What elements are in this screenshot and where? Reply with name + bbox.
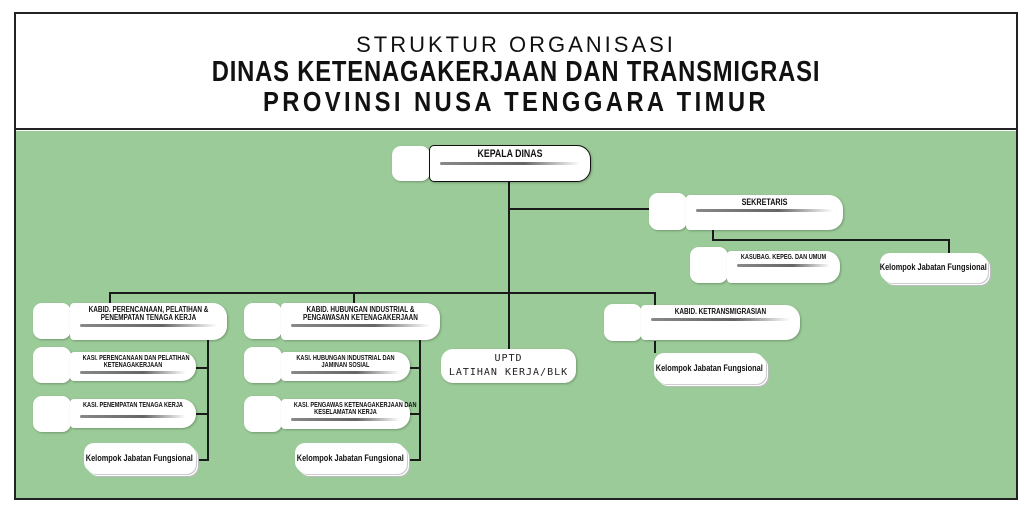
- photo-placeholder: [649, 193, 687, 230]
- photo-placeholder: [244, 396, 282, 432]
- connector-line: [196, 367, 208, 369]
- node-label: KABID. KETRANSMIGRASIAN: [674, 307, 767, 316]
- connector-line: [207, 340, 209, 461]
- node-kepala-dinas[interactable]: KEPALA DINAS: [429, 145, 591, 182]
- photo-placeholder: [33, 347, 71, 383]
- node-kasi-penempatan[interactable]: KASI. PENEMPATAN TENAGA KERJA: [70, 399, 196, 428]
- connector-line: [196, 413, 208, 415]
- photo-placeholder: [604, 304, 642, 341]
- node-label: KASI. PERENCANAAN DAN PELATIHAN: [82, 355, 190, 362]
- connector-line: [654, 341, 656, 353]
- connector-line: [654, 292, 656, 305]
- node-label: KASI. HUBUNGAN INDUSTRIAL DAN: [296, 355, 395, 362]
- connector-line: [407, 459, 420, 461]
- node-label: KESELAMATAN KERJA: [314, 409, 377, 416]
- photo-placeholder: [33, 396, 71, 432]
- photo-placeholder: [392, 146, 430, 181]
- node-kjf-perencanaan[interactable]: Kelompok Jabatan Fungsional: [84, 443, 194, 472]
- photo-placeholder: [244, 347, 282, 383]
- title-line-2: DINAS KETENAGAKERJAAN DAN TRANSMIGRASI: [211, 56, 821, 88]
- node-kjf-ketransmigrasian[interactable]: Kelompok Jabatan Fungsional: [654, 353, 764, 382]
- node-kabid-ketransmigrasian[interactable]: KABID. KETRANSMIGRASIAN: [641, 305, 800, 340]
- node-label: SEKRETARIS: [741, 197, 788, 207]
- connector-line: [419, 340, 421, 461]
- node-sekretaris[interactable]: SEKRETARIS: [686, 195, 843, 230]
- node-label: UPTD: [494, 353, 523, 364]
- connector-line: [948, 239, 950, 254]
- connector-line: [109, 292, 111, 304]
- connector-line: [509, 208, 651, 210]
- node-label: Kelompok Jabatan Fungsional: [879, 262, 987, 272]
- photo-placeholder: [33, 303, 71, 339]
- node-label: JAMINAN SOSIAL: [321, 362, 370, 369]
- node-label: PENEMPATAN TENAGA KERJA: [100, 313, 197, 322]
- connector-line: [712, 239, 950, 241]
- node-uptd[interactable]: UPTD LATIHAN KERJA/BLK: [441, 349, 576, 383]
- node-label: PENGAWASAN KETENAGAKERJAAN: [303, 313, 418, 322]
- node-label: KETENAGAKERJAAN: [103, 362, 163, 369]
- title-header: STRUKTUR ORGANISASI DINAS KETENAGAKERJAA…: [16, 14, 1016, 130]
- connector-line: [109, 292, 656, 294]
- node-label: KASI. PENEMPATAN TENAGA KERJA: [83, 402, 183, 409]
- node-label: LATIHAN KERJA/BLK: [448, 367, 569, 378]
- title-line-3: PROVINSI NUSA TENGGARA TIMUR: [263, 86, 769, 117]
- node-label: KABID. PERENCANAAN, PELATIHAN &: [88, 305, 209, 314]
- node-kjf-hubungan-industrial[interactable]: Kelompok Jabatan Fungsional: [295, 443, 405, 472]
- connector-line: [712, 230, 714, 241]
- connector-line: [353, 292, 355, 304]
- node-kjf-sekretariat[interactable]: Kelompok Jabatan Fungsional: [879, 253, 987, 281]
- node-label: KABID. HUBUNGAN INDUSTRIAL &: [306, 305, 415, 314]
- photo-placeholder: [244, 303, 282, 339]
- node-kabid-hubungan-industrial[interactable]: KABID. HUBUNGAN INDUSTRIAL &PENGAWASAN K…: [281, 303, 440, 340]
- node-kabid-perencanaan[interactable]: KABID. PERENCANAAN, PELATIHAN &PENEMPATA…: [70, 303, 227, 340]
- connector-line: [410, 413, 420, 415]
- node-label: Kelompok Jabatan Fungsional: [296, 452, 404, 463]
- node-label: Kelompok Jabatan Fungsional: [85, 452, 193, 463]
- node-label: KASUBAG. KEPEG. DAN UMUM: [740, 254, 827, 261]
- node-label: KASI. PENGAWAS KETENAGAKERJAAN DAN: [293, 402, 417, 409]
- photo-placeholder: [690, 247, 728, 283]
- node-kasubag[interactable]: KASUBAG. KEPEG. DAN UMUM: [727, 251, 840, 283]
- connector-line: [508, 181, 510, 349]
- node-label: KEPALA DINAS: [477, 148, 543, 160]
- connector-line: [410, 367, 420, 369]
- connector-line: [196, 459, 208, 461]
- chart-frame: [14, 12, 1018, 500]
- title-line-1: STRUKTUR ORGANISASI: [356, 32, 676, 57]
- node-label: Kelompok Jabatan Fungsional: [655, 362, 763, 373]
